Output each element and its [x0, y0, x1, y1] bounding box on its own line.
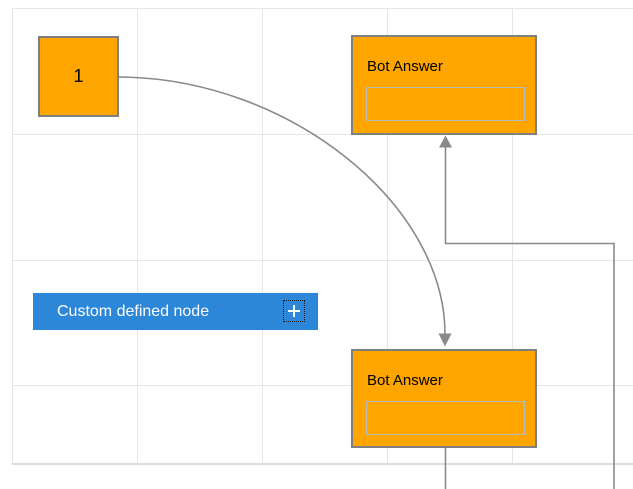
node-title: Bot Answer [367, 58, 443, 75]
bot-answer-input-box[interactable] [366, 401, 525, 435]
node-bot-answer-bottom[interactable]: Bot Answer [351, 349, 537, 448]
grid [12, 8, 633, 465]
palette-item-custom-defined-node[interactable]: Custom defined node [33, 293, 318, 330]
arrowhead-down-icon[interactable] [438, 333, 452, 347]
node-start[interactable]: 1 [38, 36, 119, 117]
connector-bezier[interactable] [118, 76, 446, 335]
connector-orthogonal[interactable] [444, 147, 615, 489]
plus-icon [284, 301, 304, 321]
connectors [118, 76, 615, 489]
palette-item-label: Custom defined node [57, 302, 210, 320]
node-title: Bot Answer [367, 372, 443, 389]
arrowhead-up-icon[interactable] [439, 135, 452, 148]
bot-answer-input-box[interactable] [366, 87, 525, 121]
node-bot-answer-top[interactable]: Bot Answer [351, 35, 537, 135]
node-start-label: 1 [73, 66, 84, 86]
add-node-button[interactable] [283, 300, 305, 322]
